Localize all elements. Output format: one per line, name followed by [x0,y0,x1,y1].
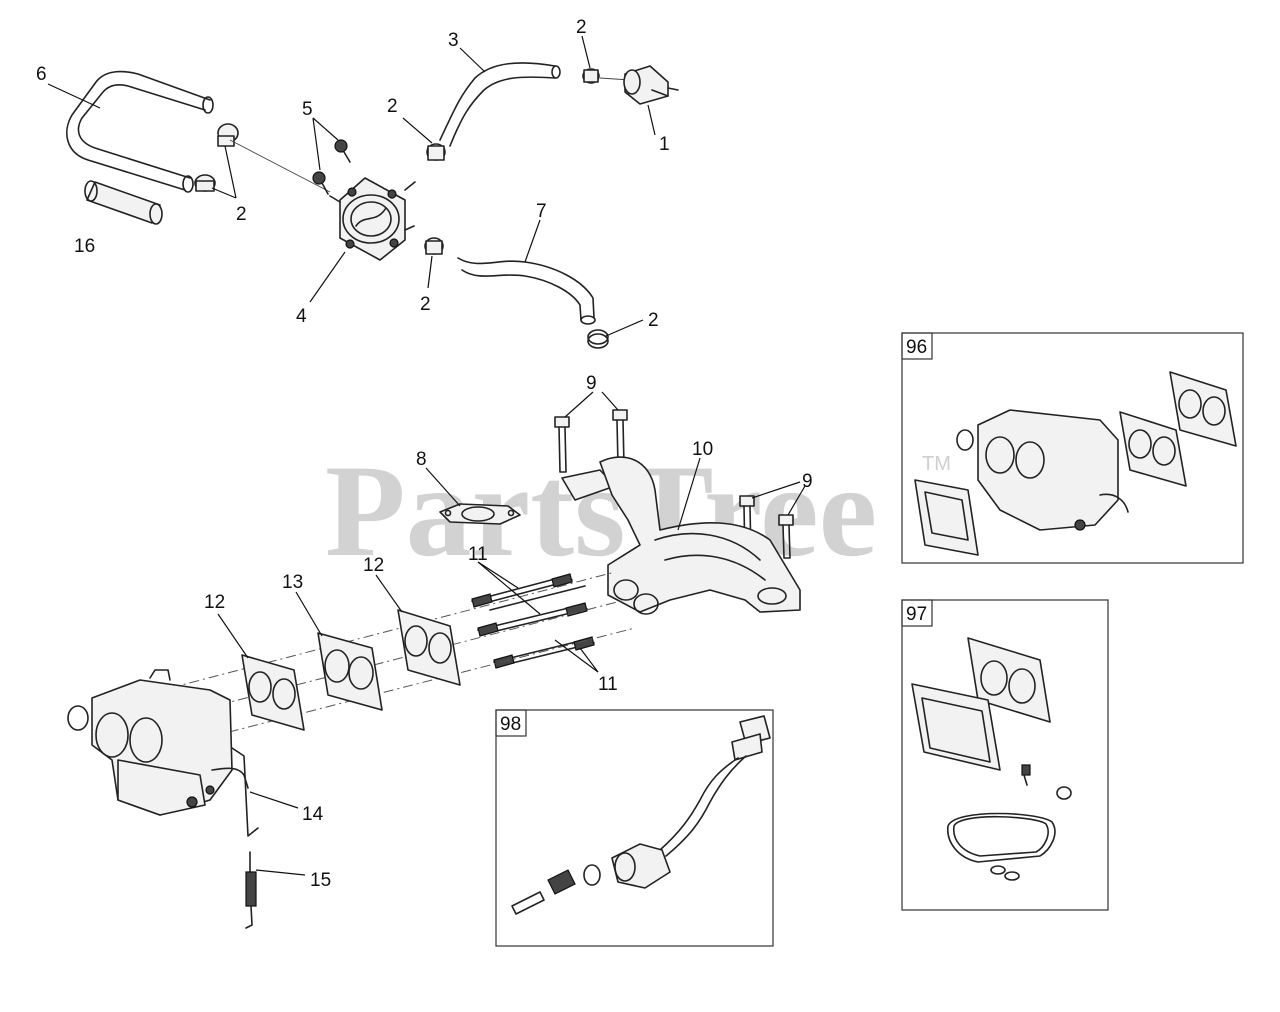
callout-2-lower: 2 [420,294,431,315]
callout-2-top: 2 [576,17,587,38]
part-11-stud-d[interactable] [493,636,595,669]
callout-11-lower: 11 [598,674,618,695]
callout-13: 13 [282,572,303,593]
watermark-tm: TM [922,453,951,475]
callout-3: 3 [448,30,459,51]
part-4-fuel-pump[interactable] [329,177,416,261]
part-2-clamp-c[interactable] [426,143,446,161]
part-11-stud-c[interactable] [489,585,586,611]
part-3-hose[interactable] [439,62,561,147]
callout-2-left: 2 [236,204,247,225]
kit-98-label: 98 [500,714,521,735]
callout-2-bottom-right: 2 [648,310,659,331]
part-11-stud-a[interactable] [471,573,573,608]
part-2-clamp-d[interactable] [424,237,444,255]
callout-10: 10 [692,439,713,460]
callout-1: 1 [659,134,670,155]
part-16-hose[interactable] [84,180,163,225]
part-1-fuel-filter[interactable] [623,65,679,105]
part-7-hose[interactable] [457,257,596,325]
part-6-hose[interactable] [66,70,214,193]
kit-97-label: 97 [906,604,927,625]
part-2-clamp-b[interactable] [194,174,216,192]
part-12-gasket-left[interactable] [241,654,305,731]
part-8-gasket[interactable] [439,503,521,525]
carburetor-main[interactable] [67,669,249,816]
part-9-bolt-d[interactable] [778,514,794,559]
callout-15: 15 [310,870,331,891]
callout-11-upper: 11 [468,544,488,565]
watermark: PartsTree [325,437,877,584]
callout-4: 4 [296,306,307,327]
leader-lines [47,35,806,876]
callout-16: 16 [74,236,95,257]
part-5-screw-b[interactable] [334,139,351,163]
part-15-spring[interactable] [245,851,257,929]
callout-7: 7 [536,201,547,222]
callout-9-right: 9 [802,471,813,492]
callout-12-left: 12 [204,592,225,613]
callout-14: 14 [302,804,324,825]
callout-6: 6 [36,64,47,85]
part-5-screw-a[interactable] [312,171,329,195]
part-9-bolt-a[interactable] [554,416,570,473]
callout-9-top: 9 [586,373,597,394]
part-2-clamp-f[interactable] [587,329,609,349]
callout-2-upper: 2 [387,96,398,117]
part-10-intake-manifold[interactable] [561,456,801,615]
part-14-linkage[interactable] [231,747,259,837]
part-11-stud-b[interactable] [477,602,588,637]
kit-97[interactable]: 97 [901,599,1109,911]
part-2-clamp-e[interactable] [582,68,600,84]
callout-12-right: 12 [363,555,384,576]
part-12-gasket-right[interactable] [397,609,461,686]
kit-96-label: 96 [906,337,927,358]
kit-98[interactable]: 98 [495,709,774,947]
part-13-spacer[interactable] [317,632,383,711]
callout-5: 5 [302,99,313,120]
part-2-clamp-a[interactable] [217,123,239,147]
kit-96[interactable]: 96 [901,332,1244,564]
callout-8: 8 [416,449,427,470]
